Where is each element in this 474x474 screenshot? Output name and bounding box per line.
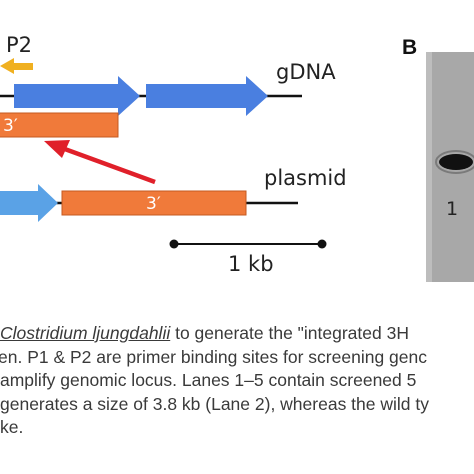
lane-1-label: 1 [446,198,458,220]
gel-band-lane-1 [439,154,473,170]
panel-b: B 1 [402,36,474,282]
gel-band-glow [435,150,474,174]
scale-bar [169,239,327,249]
plasmid-3prime-label: 3′ [146,194,161,214]
figure-panels: P2 gDNA 3′ 3′ plasmid 1 kb B 1 [0,33,474,282]
caption-line-4: generates a size of 3.8 kb (Lane 2), whe… [0,393,429,414]
plasmid-gene-arrow [0,184,58,222]
panel-a: P2 gDNA 3′ 3′ plasmid 1 kb [0,33,347,276]
gdna-label: gDNA [276,60,336,84]
caption-line-1: Clostridium ljungdahlii to generate the … [0,323,409,343]
gdna-gene-arrow-2 [146,76,268,116]
homology-arm-label: 3′ [3,116,18,136]
scale-bar-label: 1 kb [228,252,274,276]
plasmid-3prime-block [61,190,247,216]
primer-p2-label: P2 [6,33,32,57]
caption-species-link[interactable]: Clostridium ljungdahlii [0,323,171,343]
homology-arm-3prime [0,112,119,138]
caption-line-2: en. P1 & P2 are primer binding sites for… [0,346,427,367]
gel-left-edge [426,52,432,282]
panel-b-letter: B [402,36,417,59]
recombination-arrow [44,140,156,185]
caption-line-5: ke. [0,417,24,437]
gdna-gene-arrow-1 [14,76,140,116]
caption-line-3: amplify genomic locus. Lanes 1–5 contain… [0,370,417,390]
figure-caption: Clostridium ljungdahlii to generate the … [0,322,474,440]
primer-p2-arrow [0,58,33,74]
plasmid-label: plasmid [264,166,347,190]
